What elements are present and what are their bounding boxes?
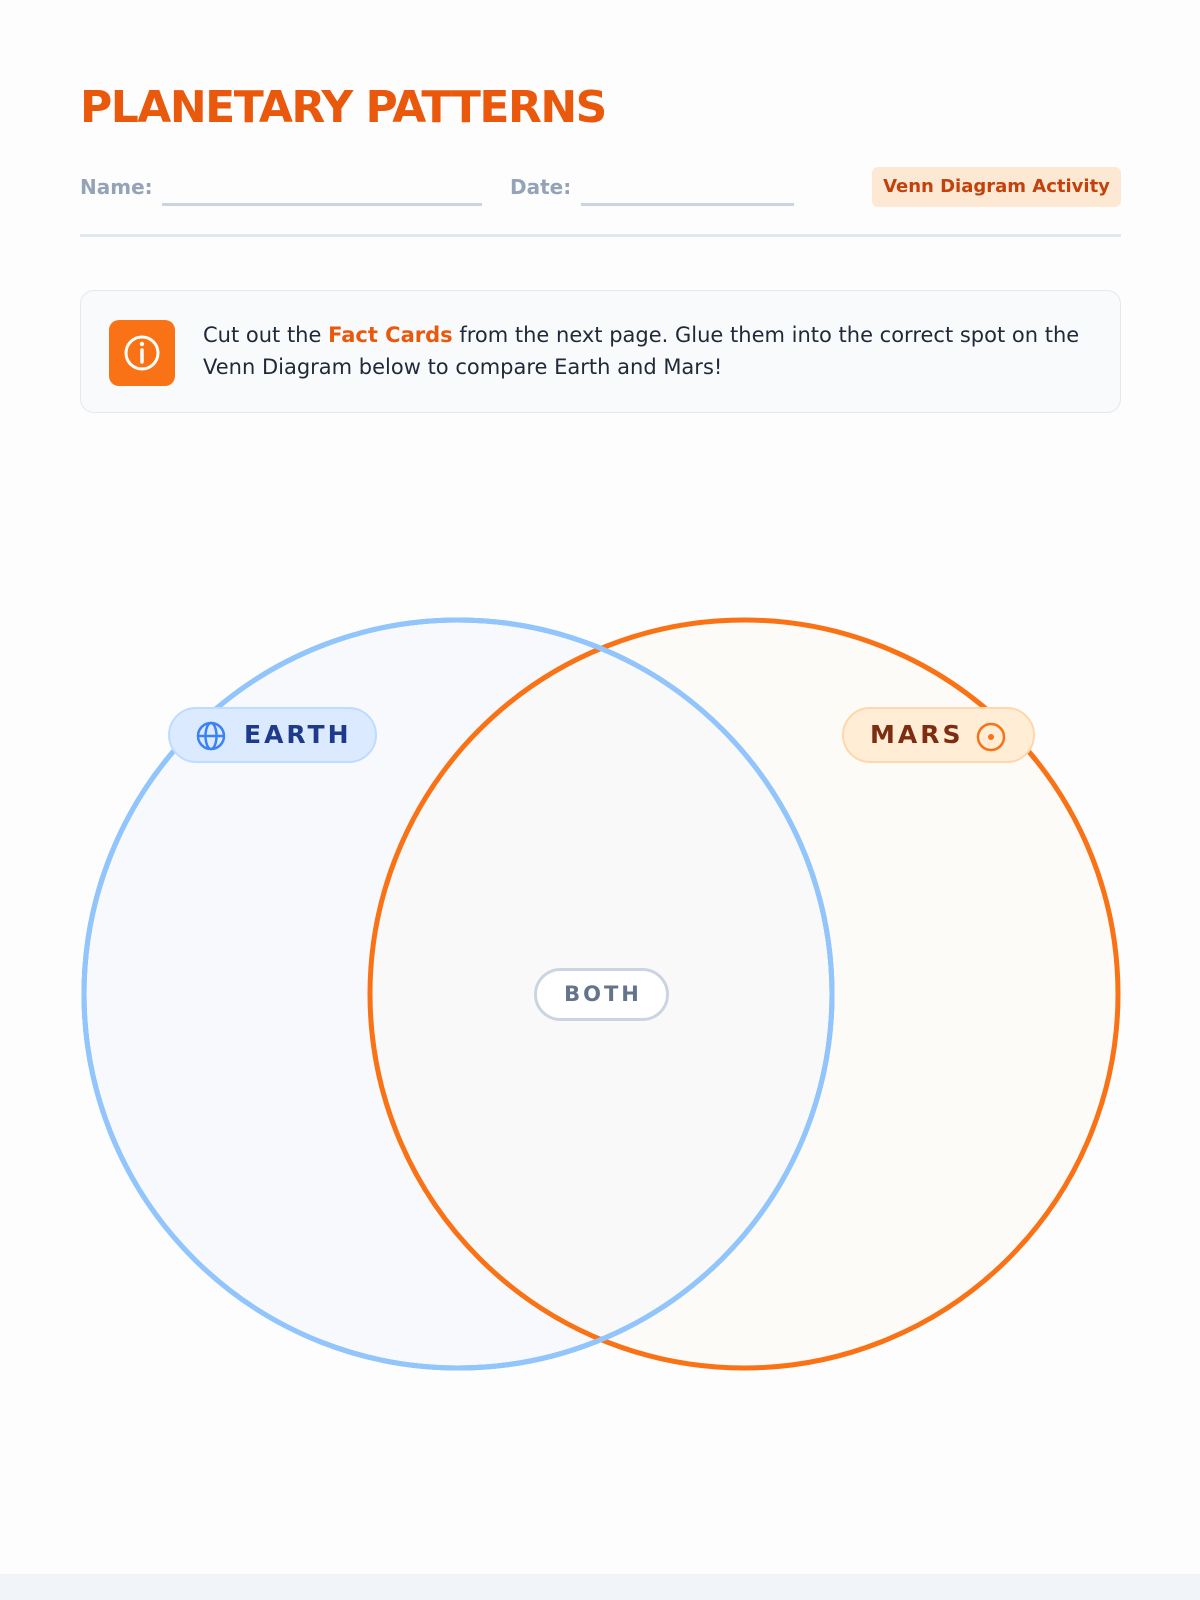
both-label-tag: BOTH [534, 968, 669, 1021]
earth-arc-overlay [81, 617, 835, 1371]
earth-label: EARTH [244, 720, 352, 749]
info-icon-badge [109, 320, 175, 386]
fact-cards-highlight: Fact Cards [328, 323, 453, 347]
date-field[interactable] [581, 203, 794, 206]
mars-circle [367, 617, 1121, 1371]
instruction-text-start: Cut out the [203, 323, 329, 347]
target-icon [976, 722, 1006, 752]
date-label: Date: [510, 175, 572, 199]
page-footer-strip [0, 1574, 1200, 1600]
earth-label-tag: EARTH [168, 707, 377, 763]
instruction-text-end: from the next page. Glue them into the c… [203, 323, 1080, 379]
activity-badge: Venn Diagram Activity [872, 167, 1121, 207]
mars-label: MARS [870, 720, 964, 749]
header-divider [80, 234, 1121, 237]
name-field[interactable] [162, 203, 482, 206]
instruction-text: Cut out the Fact Cards from the next pag… [203, 319, 1083, 383]
info-icon [124, 335, 160, 371]
mars-label-tag: MARS [842, 707, 1035, 763]
instruction-box: Cut out the Fact Cards from the next pag… [80, 290, 1121, 413]
page-title: PLANETARY PATTERNS [80, 82, 607, 133]
globe-icon [196, 721, 226, 751]
name-label: Name: [80, 175, 153, 199]
overlap-region [370, 620, 832, 1368]
